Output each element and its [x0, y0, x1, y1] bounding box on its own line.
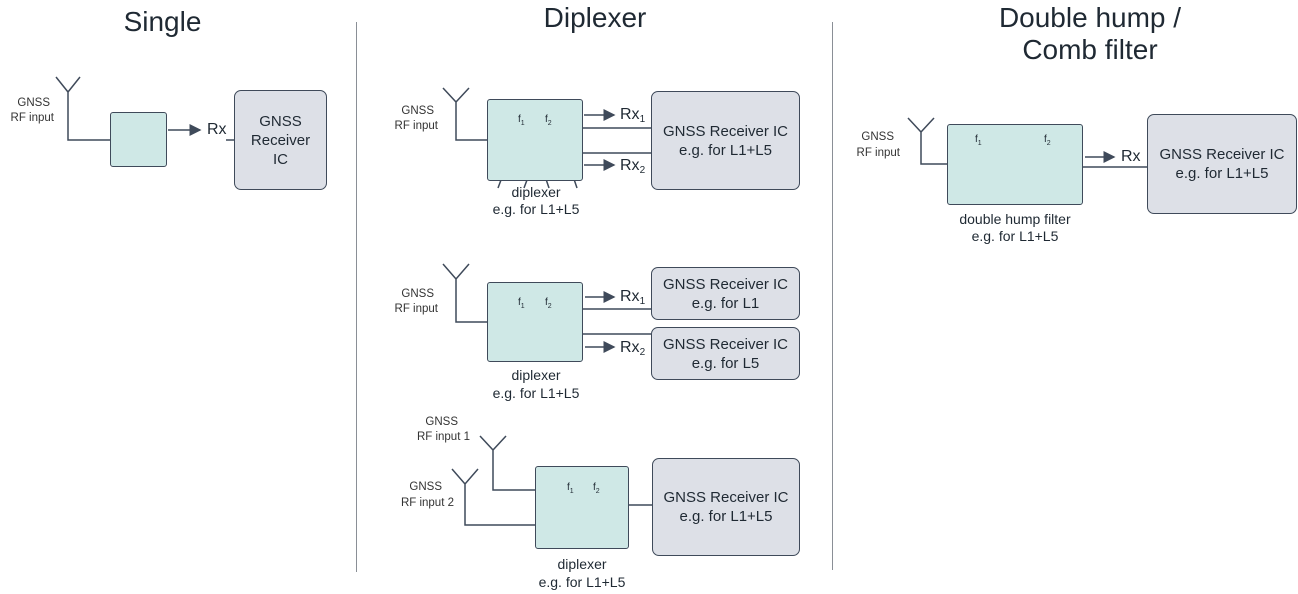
- title-diplexer: Diplexer: [543, 2, 647, 33]
- receiver-text: e.g. for L5: [691, 354, 760, 372]
- f1-label: f1: [518, 114, 525, 127]
- rx1-label: Rx1: [620, 288, 646, 307]
- gnss-label: GNSS: [17, 97, 50, 109]
- rf-input-label: RF input: [856, 147, 900, 159]
- double-hump-caption-example: e.g. for L1+L5: [971, 228, 1059, 244]
- diplexer-filter: [487, 99, 583, 181]
- gnss-label: GNSS: [401, 105, 434, 117]
- gnss-label: GNSS: [409, 481, 442, 493]
- antenna-icon: [907, 117, 947, 165]
- rx-label: Rx: [207, 121, 227, 138]
- rf-input-label: RF input: [394, 120, 438, 132]
- rx1-label: Rx1: [620, 106, 646, 125]
- diplexer-filter: [487, 282, 583, 362]
- bandpass-filter: [110, 112, 167, 167]
- antenna-icon: [55, 76, 110, 141]
- double-hump-caption: double hump filter: [959, 211, 1071, 227]
- receiver-text: GNSS Receiver IC: [1159, 146, 1285, 163]
- receiver-text: Receiver: [250, 131, 311, 149]
- gnss-receiver-ic-box: GNSS Receiver IC e.g. for L1+L5: [652, 458, 800, 556]
- gnss-receiver-ic-box-l1: GNSS Receiver IC e.g. for L1: [651, 267, 800, 320]
- f2-label: f2: [1044, 134, 1051, 147]
- receiver-text: e.g. for L1: [691, 294, 760, 312]
- f1-label: f1: [567, 482, 574, 495]
- diplexer-caption: diplexer: [511, 184, 561, 200]
- receiver-text: GNSS: [259, 112, 302, 130]
- diplexer-caption: diplexer: [511, 367, 561, 383]
- f1-label: f1: [975, 134, 982, 147]
- gnss-receiver-ic-box-l5: GNSS Receiver IC e.g. for L5: [651, 327, 800, 380]
- receiver-text: GNSS Receiver IC: [662, 335, 789, 353]
- rx2-label: Rx2: [620, 157, 646, 176]
- diplexer-caption: diplexer: [557, 556, 607, 572]
- antenna-icon: [442, 263, 488, 323]
- gnss-label: GNSS: [425, 416, 458, 428]
- receiver-text: GNSS Receiver IC: [662, 275, 789, 293]
- receiver-text: e.g. for L1+L5: [679, 508, 773, 525]
- receiver-text: GNSS Receiver IC: [662, 122, 789, 140]
- rf-input-label: RF input: [10, 112, 54, 124]
- antenna-icon: [442, 87, 488, 141]
- divider-left: [356, 22, 357, 572]
- title-comb-line2: Comb filter: [1022, 34, 1158, 65]
- title-comb-line1: Double hump /: [998, 2, 1182, 33]
- f2-label: f2: [545, 297, 552, 310]
- double-hump-filter: [947, 124, 1083, 205]
- f1-label: f1: [518, 297, 525, 310]
- rf-input-label: RF input: [394, 303, 438, 315]
- antenna-icon: [479, 435, 535, 491]
- rx2-label: Rx2: [620, 339, 646, 358]
- rx-label: Rx: [1121, 148, 1141, 165]
- receiver-text: GNSS Receiver IC: [663, 489, 789, 506]
- receiver-text: e.g. for L1+L5: [679, 141, 772, 159]
- f2-label: f2: [593, 482, 600, 495]
- rf-input-2-label: RF input 2: [400, 497, 454, 509]
- diplexer-caption-example: e.g. for L1+L5: [492, 385, 580, 401]
- diplexer-caption-example: e.g. for L1+L5: [538, 574, 626, 590]
- diplexer-caption-example: e.g. for L1+L5: [492, 201, 580, 217]
- divider-right: [832, 22, 833, 570]
- gnss-label: GNSS: [401, 288, 434, 300]
- receiver-text: IC: [273, 150, 288, 168]
- gnss-receiver-ic-box: GNSS Receiver IC e.g. for L1+L5: [1147, 114, 1297, 214]
- diplexer-filter: [535, 466, 629, 549]
- rf-input-1-label: RF input 1: [416, 431, 470, 443]
- receiver-text: e.g. for L1+L5: [1175, 165, 1269, 182]
- gnss-receiver-ic-box: GNSS Receiver IC: [234, 90, 327, 190]
- gnss-receiver-ic-box: GNSS Receiver IC e.g. for L1+L5: [651, 91, 800, 190]
- f2-label: f2: [545, 114, 552, 127]
- title-single: Single: [123, 6, 202, 37]
- gnss-label: GNSS: [861, 131, 894, 143]
- antenna-icon: [451, 468, 535, 526]
